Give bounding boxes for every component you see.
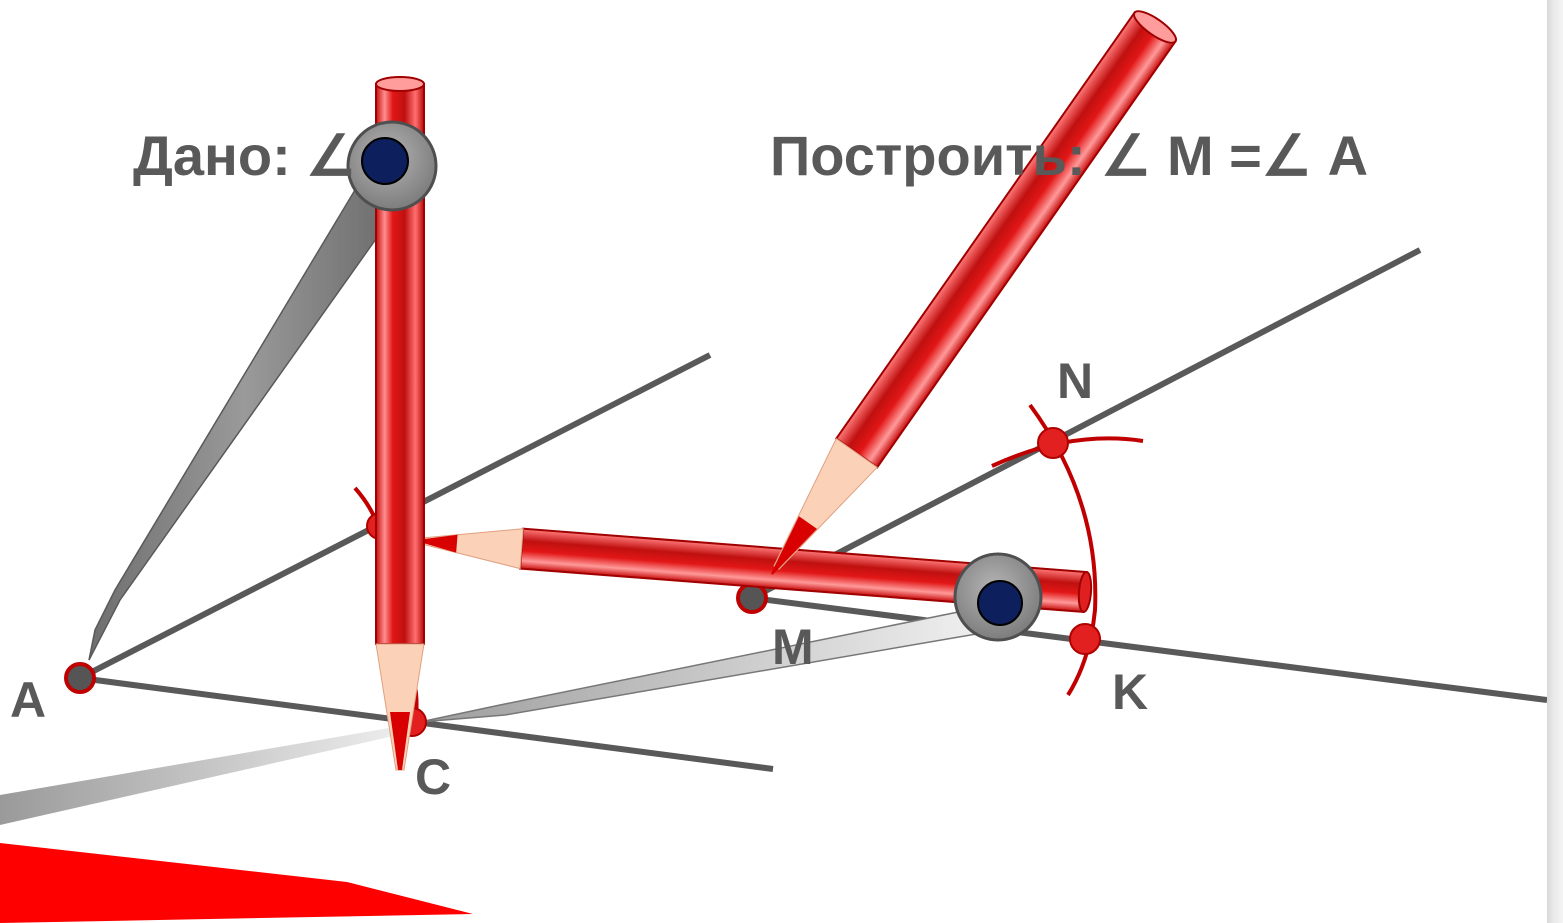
pencil-horizontal xyxy=(418,527,1093,614)
compass-icon xyxy=(953,552,1043,642)
point-k xyxy=(1069,623,1101,655)
ray-m-upper xyxy=(750,247,1422,601)
label-m: M xyxy=(772,619,814,675)
compass-right-leg xyxy=(419,607,990,723)
pencil-bottom xyxy=(0,843,473,923)
construct-text: Построить: ∠ М =∠ А xyxy=(770,124,1369,187)
constructed-angle xyxy=(750,247,1547,703)
point-a xyxy=(64,662,96,694)
point-m xyxy=(736,582,768,614)
label-a: A xyxy=(10,672,47,728)
label-k: K xyxy=(1112,664,1149,720)
label-c: C xyxy=(415,749,452,805)
ray-m-lower xyxy=(751,595,1547,703)
compass-left-leg xyxy=(88,189,402,661)
compass-bottom-leg xyxy=(0,727,398,825)
given-text: Дано: ∠ xyxy=(133,124,357,187)
compass-icon xyxy=(346,120,438,212)
pencil-diagonal xyxy=(771,10,1177,575)
slide-edge xyxy=(1547,0,1563,923)
label-n: N xyxy=(1057,353,1094,409)
point-n xyxy=(1037,427,1069,459)
